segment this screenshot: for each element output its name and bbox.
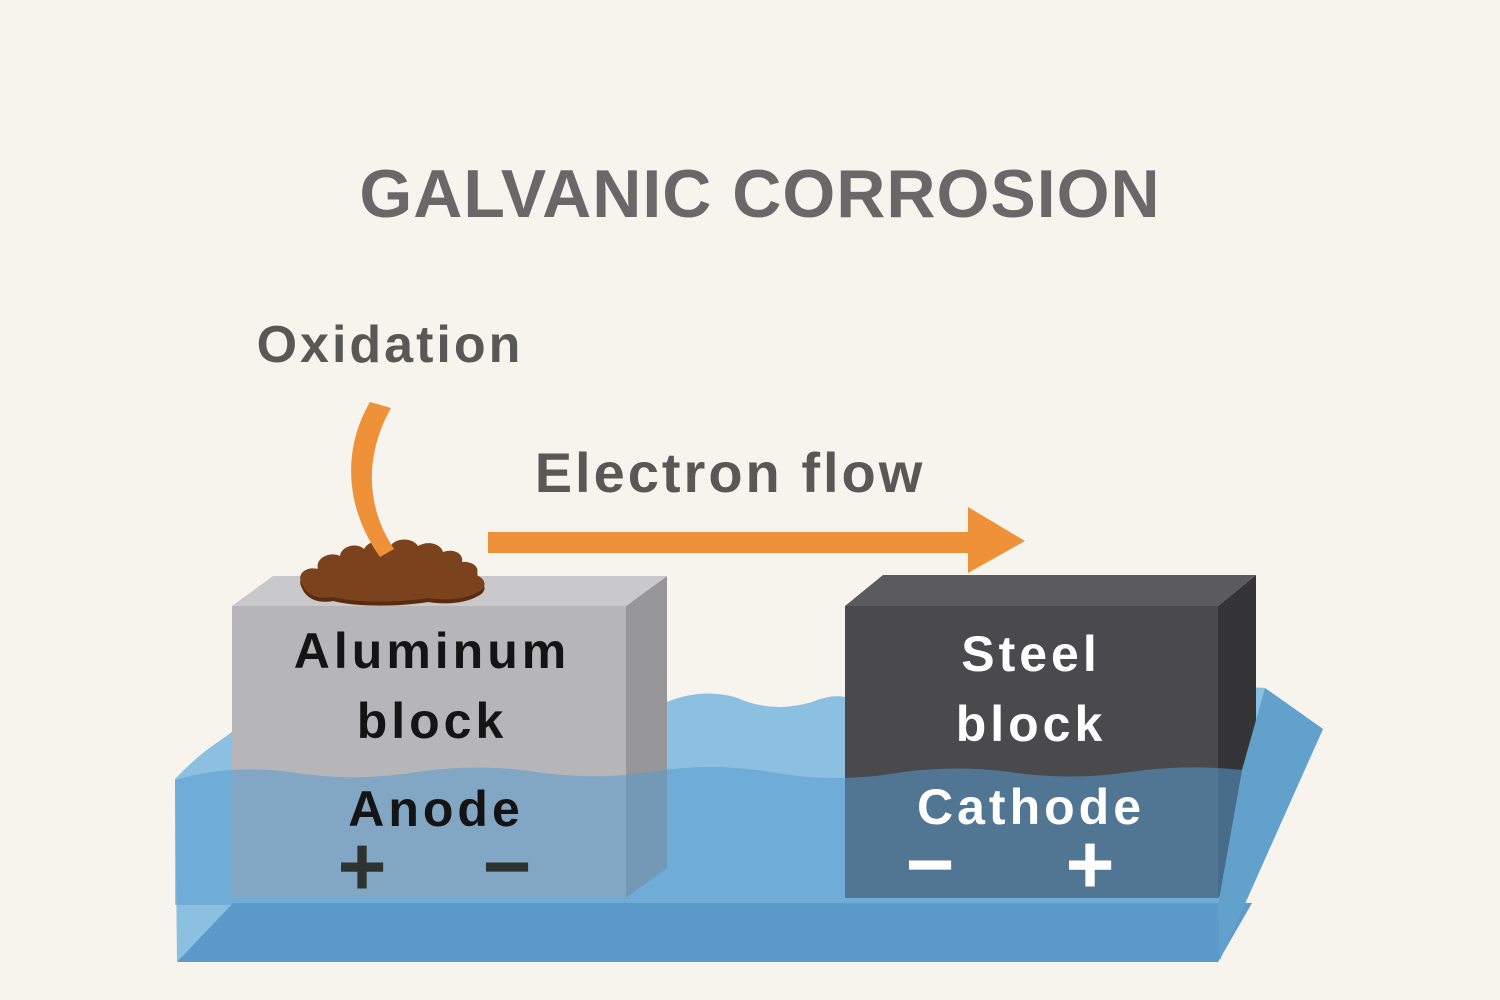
cathode-minus-sign: − — [905, 817, 954, 911]
electron-flow-label: Electron flow — [535, 441, 926, 504]
anode-plus-sign: + — [337, 819, 386, 913]
steel-block-label-line1: Steel — [961, 626, 1101, 682]
cathode-plus-sign: + — [1065, 817, 1114, 911]
water-front-overlay — [175, 767, 1242, 905]
steel-block-top-face — [845, 575, 1256, 606]
aluminum-block-label-line2: block — [357, 693, 508, 749]
page-title: GALVANIC CORROSION — [359, 156, 1160, 232]
anode-minus-sign: − — [482, 819, 531, 913]
water-floor — [177, 903, 1252, 962]
water-right-facet — [1218, 688, 1323, 960]
aluminum-block-label-line1: Aluminum — [294, 623, 570, 679]
anode-label: Anode — [348, 781, 524, 837]
rust-pile-body — [300, 539, 485, 602]
steel-block-label-line2: block — [956, 696, 1107, 752]
electron-flow-arrow — [488, 507, 1025, 573]
oxidation-arrow — [351, 402, 394, 557]
cathode-label: Cathode — [917, 779, 1145, 835]
oxidation-label: Oxidation — [257, 316, 524, 374]
rust-pile — [300, 539, 485, 606]
